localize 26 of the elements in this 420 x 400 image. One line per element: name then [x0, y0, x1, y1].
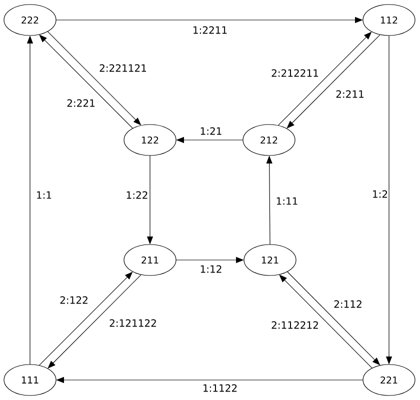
edge-label: 1:2211	[192, 26, 228, 34]
arrow	[39, 34, 134, 129]
edge-label: 2:112212	[270, 320, 320, 330]
arrow	[279, 274, 372, 368]
edge-label: 2:211	[335, 90, 365, 98]
ellipse-node: 211	[124, 244, 176, 276]
edge-label: 2:212211	[270, 68, 320, 78]
ellipse-node: 222	[4, 4, 56, 36]
edge-label: 2:221	[66, 98, 96, 108]
ellipse-node: 212	[242, 124, 296, 156]
edge-label: 2:112	[333, 300, 363, 308]
edge-label: 2:221121	[98, 64, 148, 72]
edge-label: 1:1122	[202, 384, 238, 392]
edge-label: 1:22	[125, 190, 149, 200]
edge-label: 1:12	[199, 264, 223, 274]
ellipse-node: 221	[362, 364, 416, 396]
edge-label: 1:21	[199, 126, 223, 136]
edge-label: 2:122	[59, 296, 89, 304]
edge-label: 1:11	[275, 196, 299, 206]
ellipse-node: 112	[362, 4, 416, 36]
edge-label: 1:2	[371, 190, 389, 198]
edge-label: 1:1	[35, 190, 53, 200]
ellipse-node: 111	[4, 364, 56, 396]
ellipse-node: 122	[124, 124, 176, 156]
edge-label: 2:121122	[108, 318, 158, 328]
ellipse-node: 121	[244, 244, 296, 276]
